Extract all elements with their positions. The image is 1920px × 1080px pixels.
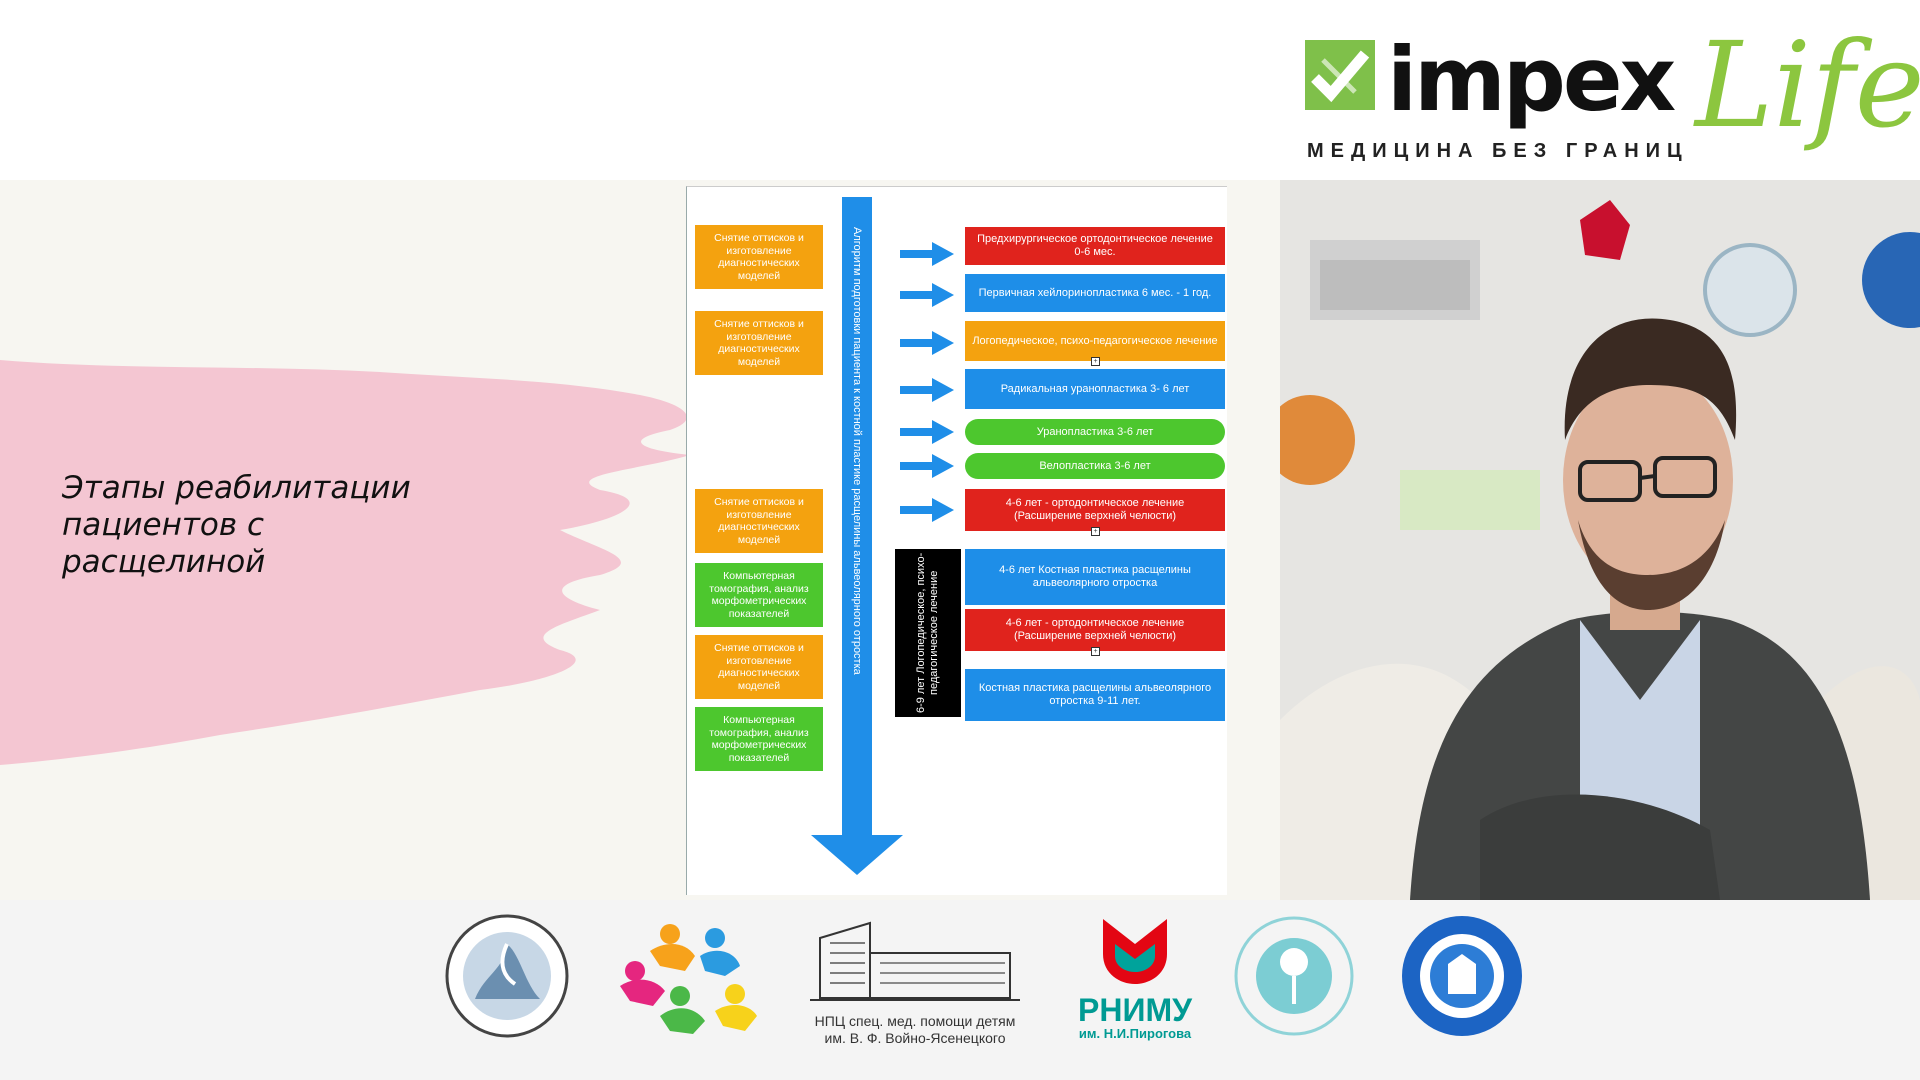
brand-tagline: МЕДИЦИНА БЕЗ ГРАНИЦ [1307, 140, 1689, 162]
lortoday-logo-icon [1234, 916, 1354, 1036]
timeline-arrow-label: Алгоритм подготовки пациента к костной п… [851, 227, 863, 675]
timeline-arrow [842, 197, 872, 837]
right-arrow-icon [900, 331, 954, 355]
footer-logos-bar: НПЦ спец. мед. помощи детям им. В. Ф. Во… [0, 900, 1920, 1080]
right-arrow-icon [900, 498, 954, 522]
right-step-box: Уранопластика 3-6 лет [965, 419, 1225, 445]
left-step-box: Снятие оттисков и изготовление диагности… [695, 225, 823, 289]
right-step-box: Предхирургическое ортодонтическое лечени… [965, 227, 1225, 265]
rnimu-title: РНИМУ [1077, 992, 1192, 1028]
right-step-box: 4-6 лет - ортодонтическое лечение (Расши… [965, 609, 1225, 656]
rnimu-logo-icon [1103, 919, 1167, 984]
right-arrow-icon [900, 242, 954, 266]
right-step-box: 4-6 лет - ортодонтическое лечение (Расши… [965, 489, 1225, 536]
brand-suffix: Life [1695, 16, 1920, 154]
right-step-box-text: Логопедическое, психо-педагогическое леч… [972, 334, 1218, 347]
slide-title-line: расщелиной [62, 544, 266, 580]
npc-caption-line: НПЦ спец. мед. помощи детям [814, 1013, 1016, 1029]
speech-therapy-age-box: 6-9 лет Логопедическое, психо-педагогиче… [895, 549, 961, 717]
slide-title-line: пациентов с [62, 507, 265, 543]
presentation-slide: Этапы реабилитации пациентов с расщелино… [0, 180, 1280, 900]
right-step-box-text: 4-6 лет - ортодонтическое лечение (Расши… [1005, 497, 1185, 522]
children-figures-logo-icon [620, 924, 757, 1034]
slide-title-line: Этапы реабилитации [62, 470, 411, 506]
left-step-box: Снятие оттисков и изготовление диагности… [695, 489, 823, 553]
header-bar: impex Life МЕДИЦИНА БЕЗ ГРАНИЦ [0, 0, 1920, 180]
left-step-box: Компьютерная томография, анализ морфомет… [695, 563, 823, 627]
timeline-arrow-head [811, 835, 903, 875]
phoniatrists-association-logo-icon [1402, 916, 1522, 1036]
right-arrow-icon [900, 454, 954, 478]
rnimu-subtitle: им. Н.И.Пирогова [1078, 1026, 1192, 1041]
right-step-box-text: 4-6 лет - ортодонтическое лечение (Расши… [1005, 617, 1185, 642]
right-step-box: Радикальная уранопластика 3- 6 лет [965, 369, 1225, 409]
speaker-image [1280, 180, 1920, 900]
right-step-box: 4-6 лет Костная пластика расщелины альве… [965, 549, 1225, 605]
right-step-box: Первичная хейлоринопластика 6 мес. - 1 г… [965, 274, 1225, 312]
rnimu-logo: РНИМУ им. Н.И.Пирогова [1075, 914, 1195, 1044]
right-step-box: Костная пластика расщелины альвеолярного… [965, 669, 1225, 721]
expand-icon: + [1091, 357, 1100, 366]
checkmark-logo-icon [1305, 40, 1375, 110]
right-arrow-icon [900, 283, 954, 307]
expand-icon: + [1091, 647, 1100, 656]
pink-brush-stroke [0, 360, 690, 765]
expand-icon: + [1091, 527, 1100, 536]
federation-logo-icon [445, 914, 569, 1038]
left-step-box: Компьютерная томография, анализ морфомет… [695, 707, 823, 771]
right-arrow-icon [900, 420, 954, 444]
right-step-box: Логопедическое, психо-педагогическое леч… [965, 321, 1225, 366]
npc-building-logo: НПЦ спец. мед. помощи детям им. В. Ф. Во… [810, 918, 1020, 1048]
right-arrow-icon [900, 378, 954, 402]
brand-name: impex [1387, 28, 1676, 131]
rehabilitation-diagram: Алгоритм подготовки пациента к костной п… [686, 186, 1227, 895]
impex-life-logo: impex Life МЕДИЦИНА БЕЗ ГРАНИЦ [1305, 20, 1920, 170]
slide-title: Этапы реабилитации пациентов с расщелино… [62, 470, 482, 581]
left-step-box: Снятие оттисков и изготовление диагности… [695, 311, 823, 375]
npc-caption-line: им. В. Ф. Войно-Ясенецкого [824, 1030, 1006, 1046]
npc-building-logo-icon [810, 921, 1020, 1001]
speaker-video [1280, 180, 1920, 900]
left-step-box: Снятие оттисков и изготовление диагности… [695, 635, 823, 699]
right-step-box: Велопластика 3-6 лет [965, 453, 1225, 479]
